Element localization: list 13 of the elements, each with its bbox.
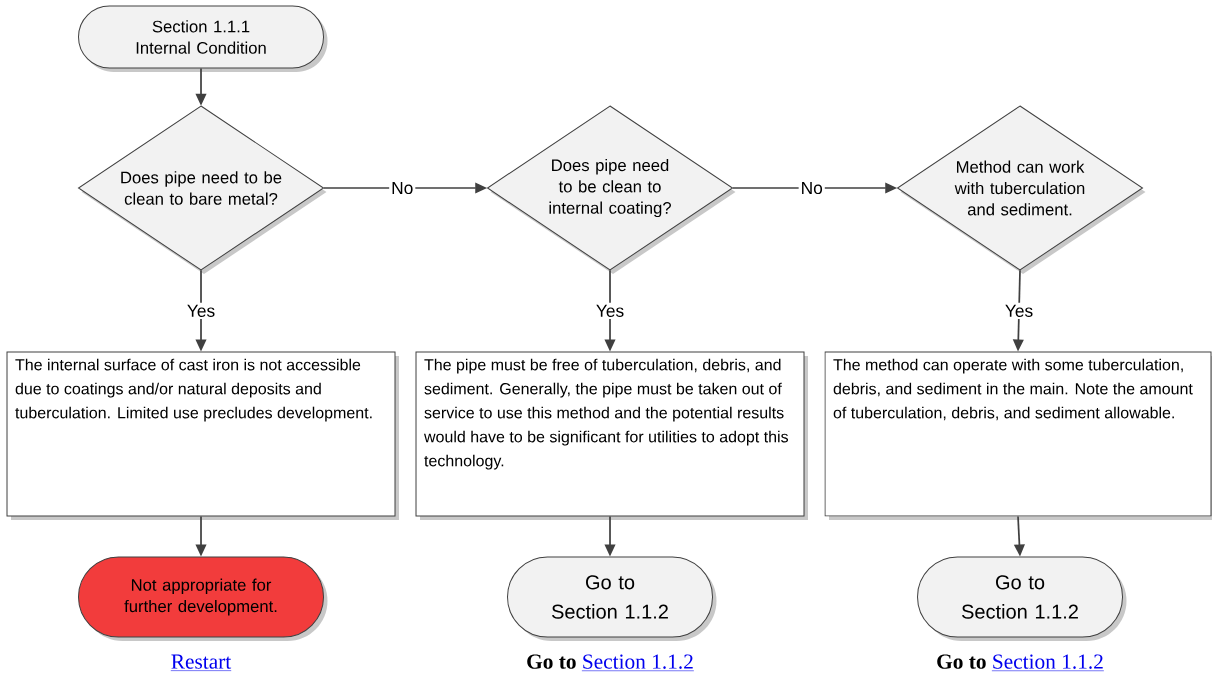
- edge-label: No: [392, 181, 413, 195]
- edge-label: Yes: [1005, 304, 1033, 317]
- process-box: The method can operate with some tuberculation, debris, and sediment in the main. Note the amount of tuberculation, debris, and sediment allowable.: [824, 351, 1212, 520]
- process-box: The internal surface of cast iron is not accessible due to coatings and/or natural deposits and tuberculation. Limited use precludes development.: [6, 351, 399, 520]
- bold-text: Go to: [527, 654, 576, 669]
- bold-text: Go to: [937, 654, 986, 669]
- process-box: The pipe must be free of tuberculation, debris, and sediment. Generally, the pipe must be taken out of service to use this method and the potential results would have to be significant for utilities to adopt this technology.: [415, 351, 808, 520]
- edge-label: Yes: [596, 304, 624, 317]
- edge-label: No: [802, 181, 823, 195]
- section-link: Restart: [170, 654, 232, 671]
- section-link: Section 1.1.2: [581, 654, 695, 672]
- section-link: Section 1.1.2: [991, 654, 1105, 672]
- edge-label: Yes: [187, 304, 215, 317]
